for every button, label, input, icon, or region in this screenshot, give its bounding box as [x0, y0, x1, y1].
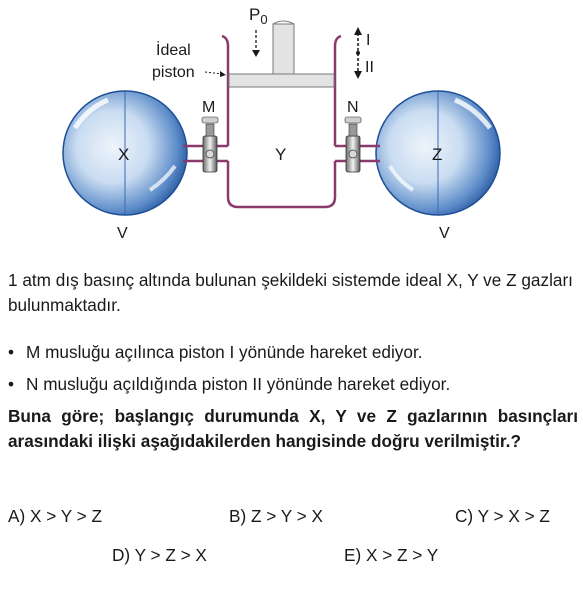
question-intro: 1 atm dış basınç altında bulunan şekilde…	[8, 270, 573, 315]
volume-left-label: V	[117, 225, 128, 242]
piston-label-leader	[204, 71, 223, 75]
option-a[interactable]: A) X > Y > Z	[8, 506, 102, 526]
gas-x-label: X	[118, 145, 129, 164]
piston-label-line2: piston	[152, 64, 195, 81]
direction-arrows	[354, 27, 362, 79]
gas-y-label: Y	[275, 145, 286, 164]
pressure-label: P0	[249, 5, 268, 27]
apparatus-diagram: P0 İdeal piston I II M N X Y Z V V	[62, 5, 501, 242]
option-e[interactable]: E) X > Z > Y	[344, 545, 439, 565]
pressure-arrowhead	[252, 50, 260, 57]
piston-label-line1: İdeal	[156, 40, 191, 59]
gas-z-label: Z	[432, 145, 442, 164]
bullet-item-2: • N musluğu açıldığında piston II yönünde…	[8, 372, 450, 397]
bullet-dot: •	[8, 342, 15, 362]
direction-up-label: I	[366, 32, 370, 49]
bullet-dot: •	[8, 374, 15, 394]
option-b[interactable]: B) Z > Y > X	[229, 506, 323, 526]
valve-m[interactable]	[201, 116, 219, 173]
question-prompt: Buna göre; başlangıç durumunda X, Y ve Z…	[8, 406, 578, 451]
bulb-x	[62, 90, 188, 216]
direction-down-label: II	[365, 59, 374, 76]
volume-right-label: V	[439, 225, 450, 242]
valve-n-label: N	[347, 99, 359, 116]
valve-m-label: M	[202, 99, 215, 116]
bulb-z	[375, 90, 501, 216]
ideal-piston	[228, 20, 335, 88]
option-d[interactable]: D) Y > Z > X	[112, 545, 207, 565]
bullet-item-1: • M musluğu açılınca piston I yönünde har…	[8, 340, 423, 365]
piston-leader-arrowhead	[220, 71, 226, 77]
cylinder	[221, 34, 342, 209]
option-c[interactable]: C) Y > X > Z	[455, 506, 550, 526]
bullet-text-2: N musluğu açıldığında piston II yönünde …	[26, 374, 451, 394]
valve-n[interactable]	[344, 116, 362, 173]
bullet-text-1: M musluğu açılınca piston I yönünde hare…	[26, 342, 423, 362]
